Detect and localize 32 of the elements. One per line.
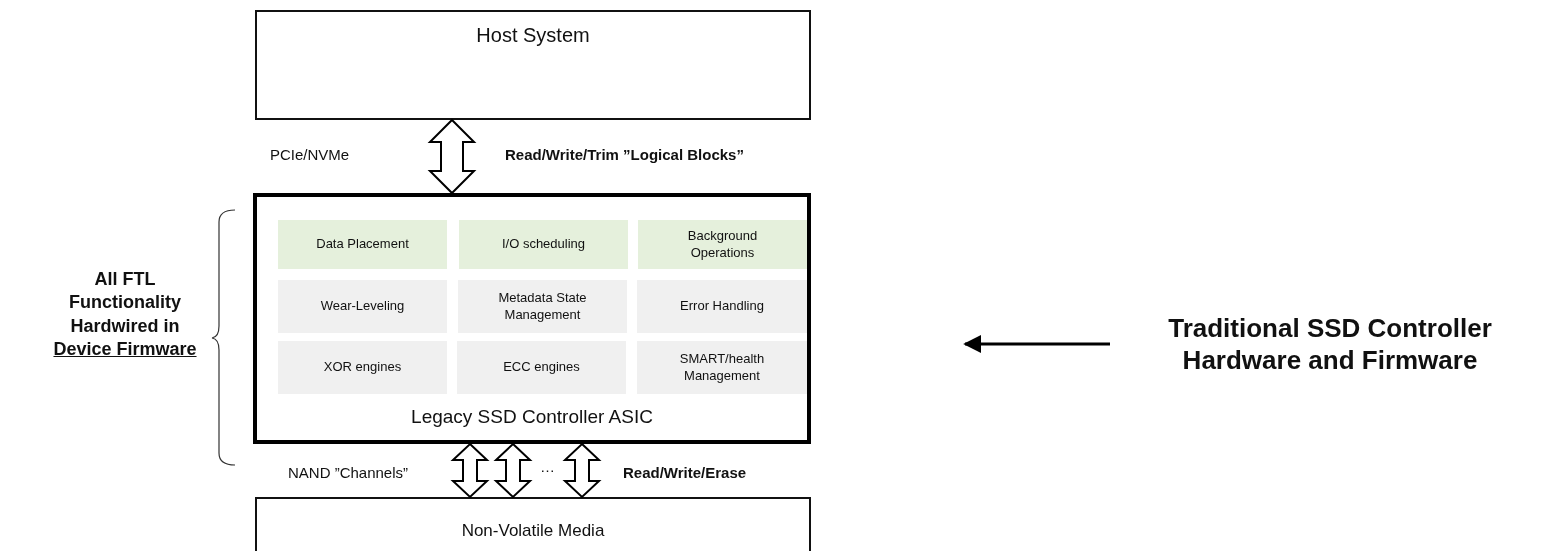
edge-label: Read/Write/Erase [623,464,747,481]
node-label: ECC engines [503,359,580,376]
node-label: Metadata State Management [497,289,588,324]
node-label: Traditional SSD Controller Hardware and Firmware [1167,311,1493,377]
double-arrow [493,442,533,499]
side-note: All FTL Functionality Hardwired in [68,268,182,338]
function-block [278,220,447,269]
side-note: Device Firmware [53,338,197,362]
interface-label: NAND ”Channels” [288,464,409,481]
arrow [963,335,1110,353]
function-block [459,220,628,269]
node-label: Legacy SSD Controller ASIC [411,406,653,428]
node-label: Wear-Leveling [320,298,405,315]
double-arrow [427,118,477,195]
node-label: I/O scheduling [501,236,586,253]
function-block [638,220,807,269]
host-system-box [255,10,811,120]
node-label: Error Handling [680,298,764,315]
function-block [637,341,807,394]
node-label: XOR engines [323,359,402,376]
node-label: Background Operations [686,227,759,262]
node-label: Host System [476,24,590,47]
node-label: Data Placement [316,236,409,253]
media-box [255,497,811,551]
interface-label: PCIe/NVMe [270,146,350,163]
edge-label: Read/Write/Trim ”Logical Blocks” [505,146,744,163]
double-arrow [562,442,602,499]
controller-box [253,193,811,444]
function-block [637,280,807,333]
double-arrow [450,442,490,499]
node-label: Non-Volatile Media [461,521,605,541]
node-label: SMART/health Management [678,350,766,385]
